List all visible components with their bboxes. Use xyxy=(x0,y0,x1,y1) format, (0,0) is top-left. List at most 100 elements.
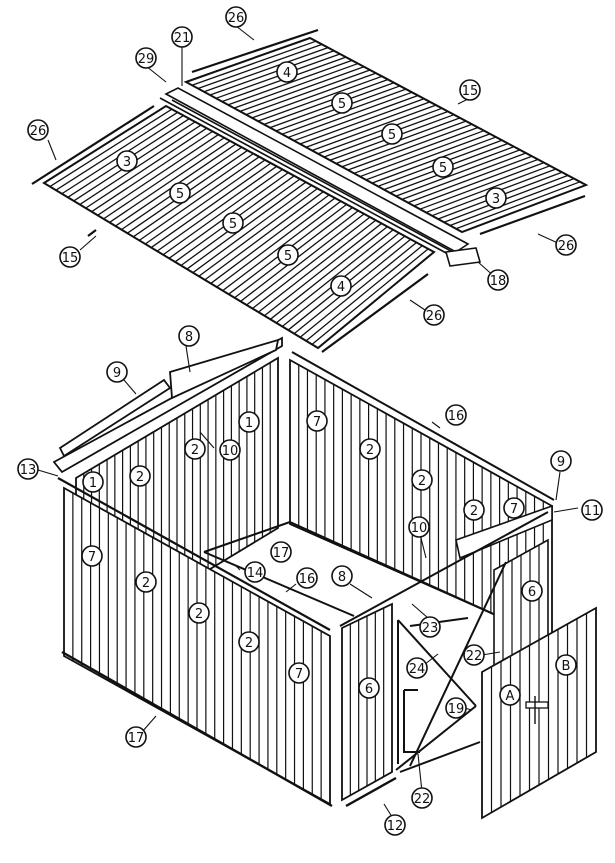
callout-5: 5 xyxy=(381,123,403,145)
callout-4: 4 xyxy=(276,61,298,83)
callout-5: 5 xyxy=(432,156,454,178)
callout-A: A xyxy=(499,684,521,706)
svg-text:26: 26 xyxy=(426,309,443,324)
svg-text:12: 12 xyxy=(387,819,404,834)
svg-text:5: 5 xyxy=(284,249,292,264)
callout-6: 6 xyxy=(521,580,543,602)
callout-16: 16 xyxy=(445,404,467,426)
roof-edge-trims xyxy=(31,28,586,353)
svg-text:7: 7 xyxy=(510,502,518,517)
svg-text:10: 10 xyxy=(411,521,428,536)
callout-14: 14 xyxy=(244,561,266,583)
svg-text:14: 14 xyxy=(247,566,264,581)
callout-23: 23 xyxy=(419,616,441,638)
svg-text:6: 6 xyxy=(365,682,373,697)
callout-29: 29 xyxy=(135,47,157,69)
callout-17: 17 xyxy=(125,726,147,748)
callout-15: 15 xyxy=(459,79,481,101)
svg-text:2: 2 xyxy=(142,576,150,591)
svg-text:15: 15 xyxy=(62,251,79,266)
callout-2: 2 xyxy=(359,438,381,460)
svg-text:16: 16 xyxy=(448,409,465,424)
callout-22: 22 xyxy=(463,644,485,666)
svg-text:7: 7 xyxy=(295,667,303,682)
floor-frame xyxy=(203,521,521,627)
svg-text:26: 26 xyxy=(30,124,47,139)
callout-9: 9 xyxy=(550,450,572,472)
svg-text:7: 7 xyxy=(88,550,96,565)
callout-13: 13 xyxy=(17,458,39,480)
svg-text:3: 3 xyxy=(492,192,500,207)
svg-text:4: 4 xyxy=(337,280,345,295)
svg-text:17: 17 xyxy=(273,546,290,561)
callout-16: 16 xyxy=(296,567,318,589)
callout-5: 5 xyxy=(222,212,244,234)
svg-text:3: 3 xyxy=(123,155,131,170)
svg-text:5: 5 xyxy=(439,161,447,176)
svg-text:10: 10 xyxy=(222,444,239,459)
callout-11: 11 xyxy=(581,499,603,521)
svg-text:1: 1 xyxy=(89,476,97,491)
callout-21: 21 xyxy=(171,26,193,48)
gable-top-left xyxy=(52,336,283,474)
svg-text:5: 5 xyxy=(176,187,184,202)
callout-26: 26 xyxy=(27,119,49,141)
svg-text:23: 23 xyxy=(422,621,439,636)
svg-text:8: 8 xyxy=(338,570,346,585)
svg-text:1: 1 xyxy=(245,416,253,431)
callout-26: 26 xyxy=(555,234,577,256)
svg-text:4: 4 xyxy=(283,66,291,81)
svg-text:29: 29 xyxy=(138,52,155,67)
callout-22: 22 xyxy=(411,787,433,809)
callout-18: 18 xyxy=(487,269,509,291)
callout-4: 4 xyxy=(330,275,352,297)
callout-26: 26 xyxy=(225,6,247,28)
callout-2: 2 xyxy=(129,465,151,487)
callout-2: 2 xyxy=(188,602,210,624)
callout-2: 2 xyxy=(135,571,157,593)
svg-text:19: 19 xyxy=(448,702,465,717)
svg-text:26: 26 xyxy=(558,239,575,254)
svg-text:24: 24 xyxy=(409,662,426,677)
callout-2: 2 xyxy=(463,499,485,521)
callout-10: 10 xyxy=(219,439,241,461)
callout-24: 24 xyxy=(406,657,428,679)
callout-12: 12 xyxy=(384,814,406,836)
callout-15: 15 xyxy=(59,246,81,268)
svg-text:2: 2 xyxy=(136,470,144,485)
svg-text:15: 15 xyxy=(462,84,479,99)
callout-10: 10 xyxy=(408,516,430,538)
callout-8: 8 xyxy=(178,325,200,347)
callout-8: 8 xyxy=(331,565,353,587)
callout-7: 7 xyxy=(306,410,328,432)
svg-text:16: 16 xyxy=(299,572,316,587)
svg-text:13: 13 xyxy=(20,463,37,478)
callout-9: 9 xyxy=(106,361,128,383)
svg-text:26: 26 xyxy=(228,11,245,26)
callout-26: 26 xyxy=(423,304,445,326)
callout-B: B xyxy=(555,654,577,676)
svg-text:9: 9 xyxy=(557,455,565,470)
callout-3: 3 xyxy=(485,187,507,209)
svg-text:B: B xyxy=(562,659,571,674)
callout-6: 6 xyxy=(358,677,380,699)
base-rails xyxy=(61,650,397,808)
svg-text:6: 6 xyxy=(528,585,536,600)
svg-text:8: 8 xyxy=(185,330,193,345)
callout-5: 5 xyxy=(169,182,191,204)
door-frame-and-braces xyxy=(395,561,507,773)
callout-19: 19 xyxy=(445,697,467,719)
svg-text:7: 7 xyxy=(313,415,321,430)
svg-text:17: 17 xyxy=(128,731,145,746)
callout-7: 7 xyxy=(503,497,525,519)
callout-7: 7 xyxy=(81,545,103,567)
callout-17: 17 xyxy=(270,541,292,563)
callouts: 26 21 29 4 15 5 5 5 3 26 18 26 3 5 5 5 1… xyxy=(17,6,603,836)
callout-1: 1 xyxy=(238,411,260,433)
svg-text:2: 2 xyxy=(470,504,478,519)
svg-text:2: 2 xyxy=(245,636,253,651)
callout-2: 2 xyxy=(411,469,433,491)
callout-3: 3 xyxy=(116,150,138,172)
svg-text:5: 5 xyxy=(388,128,396,143)
